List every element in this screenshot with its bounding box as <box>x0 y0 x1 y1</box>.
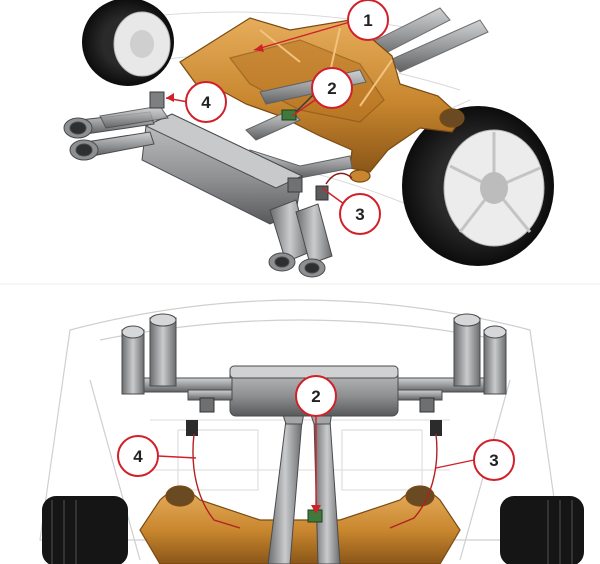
rear-subframe-bottom <box>139 485 461 564</box>
callout-label: 4 <box>133 447 143 466</box>
tire-bottom-right <box>500 496 584 564</box>
callout-bottom-4: 4 <box>117 435 159 477</box>
callout-top-1: 1 <box>347 0 389 41</box>
callout-bottom-2: 2 <box>295 375 337 417</box>
callout-label: 3 <box>489 451 498 470</box>
leader-line-bottom-3 <box>435 459 475 469</box>
leader-line-3 <box>321 187 345 205</box>
leader-line-bottom-4 <box>157 455 197 459</box>
callout-label: 1 <box>363 11 372 30</box>
callout-label: 3 <box>355 205 364 224</box>
callout-label: 4 <box>201 93 211 112</box>
tailpipes-left-top <box>63 105 169 161</box>
callout-lines-top <box>165 21 351 205</box>
bottom-view: 2 3 4 <box>39 299 584 564</box>
actuators-bottom <box>186 397 442 523</box>
tire-bottom-left <box>42 496 128 564</box>
callout-label: 2 <box>327 79 336 98</box>
callout-top-2: 2 <box>311 67 353 109</box>
tip-pipes-bottom <box>121 313 507 401</box>
callout-lines-bottom <box>157 414 475 514</box>
leader-line-2 <box>291 97 319 117</box>
callout-label: 2 <box>311 387 320 406</box>
top-view: 1 2 3 4 <box>63 0 554 278</box>
callout-bottom-3: 3 <box>473 439 515 481</box>
callout-top-3: 3 <box>339 193 381 235</box>
wiring-bottom <box>192 433 438 529</box>
tire-rear-left <box>82 0 174 86</box>
tire-rear-right <box>402 106 554 266</box>
callout-top-4: 4 <box>185 81 227 123</box>
sensors-top <box>149 85 353 201</box>
leader-line-1 <box>253 21 351 51</box>
tailpipes-right-top <box>268 199 333 278</box>
